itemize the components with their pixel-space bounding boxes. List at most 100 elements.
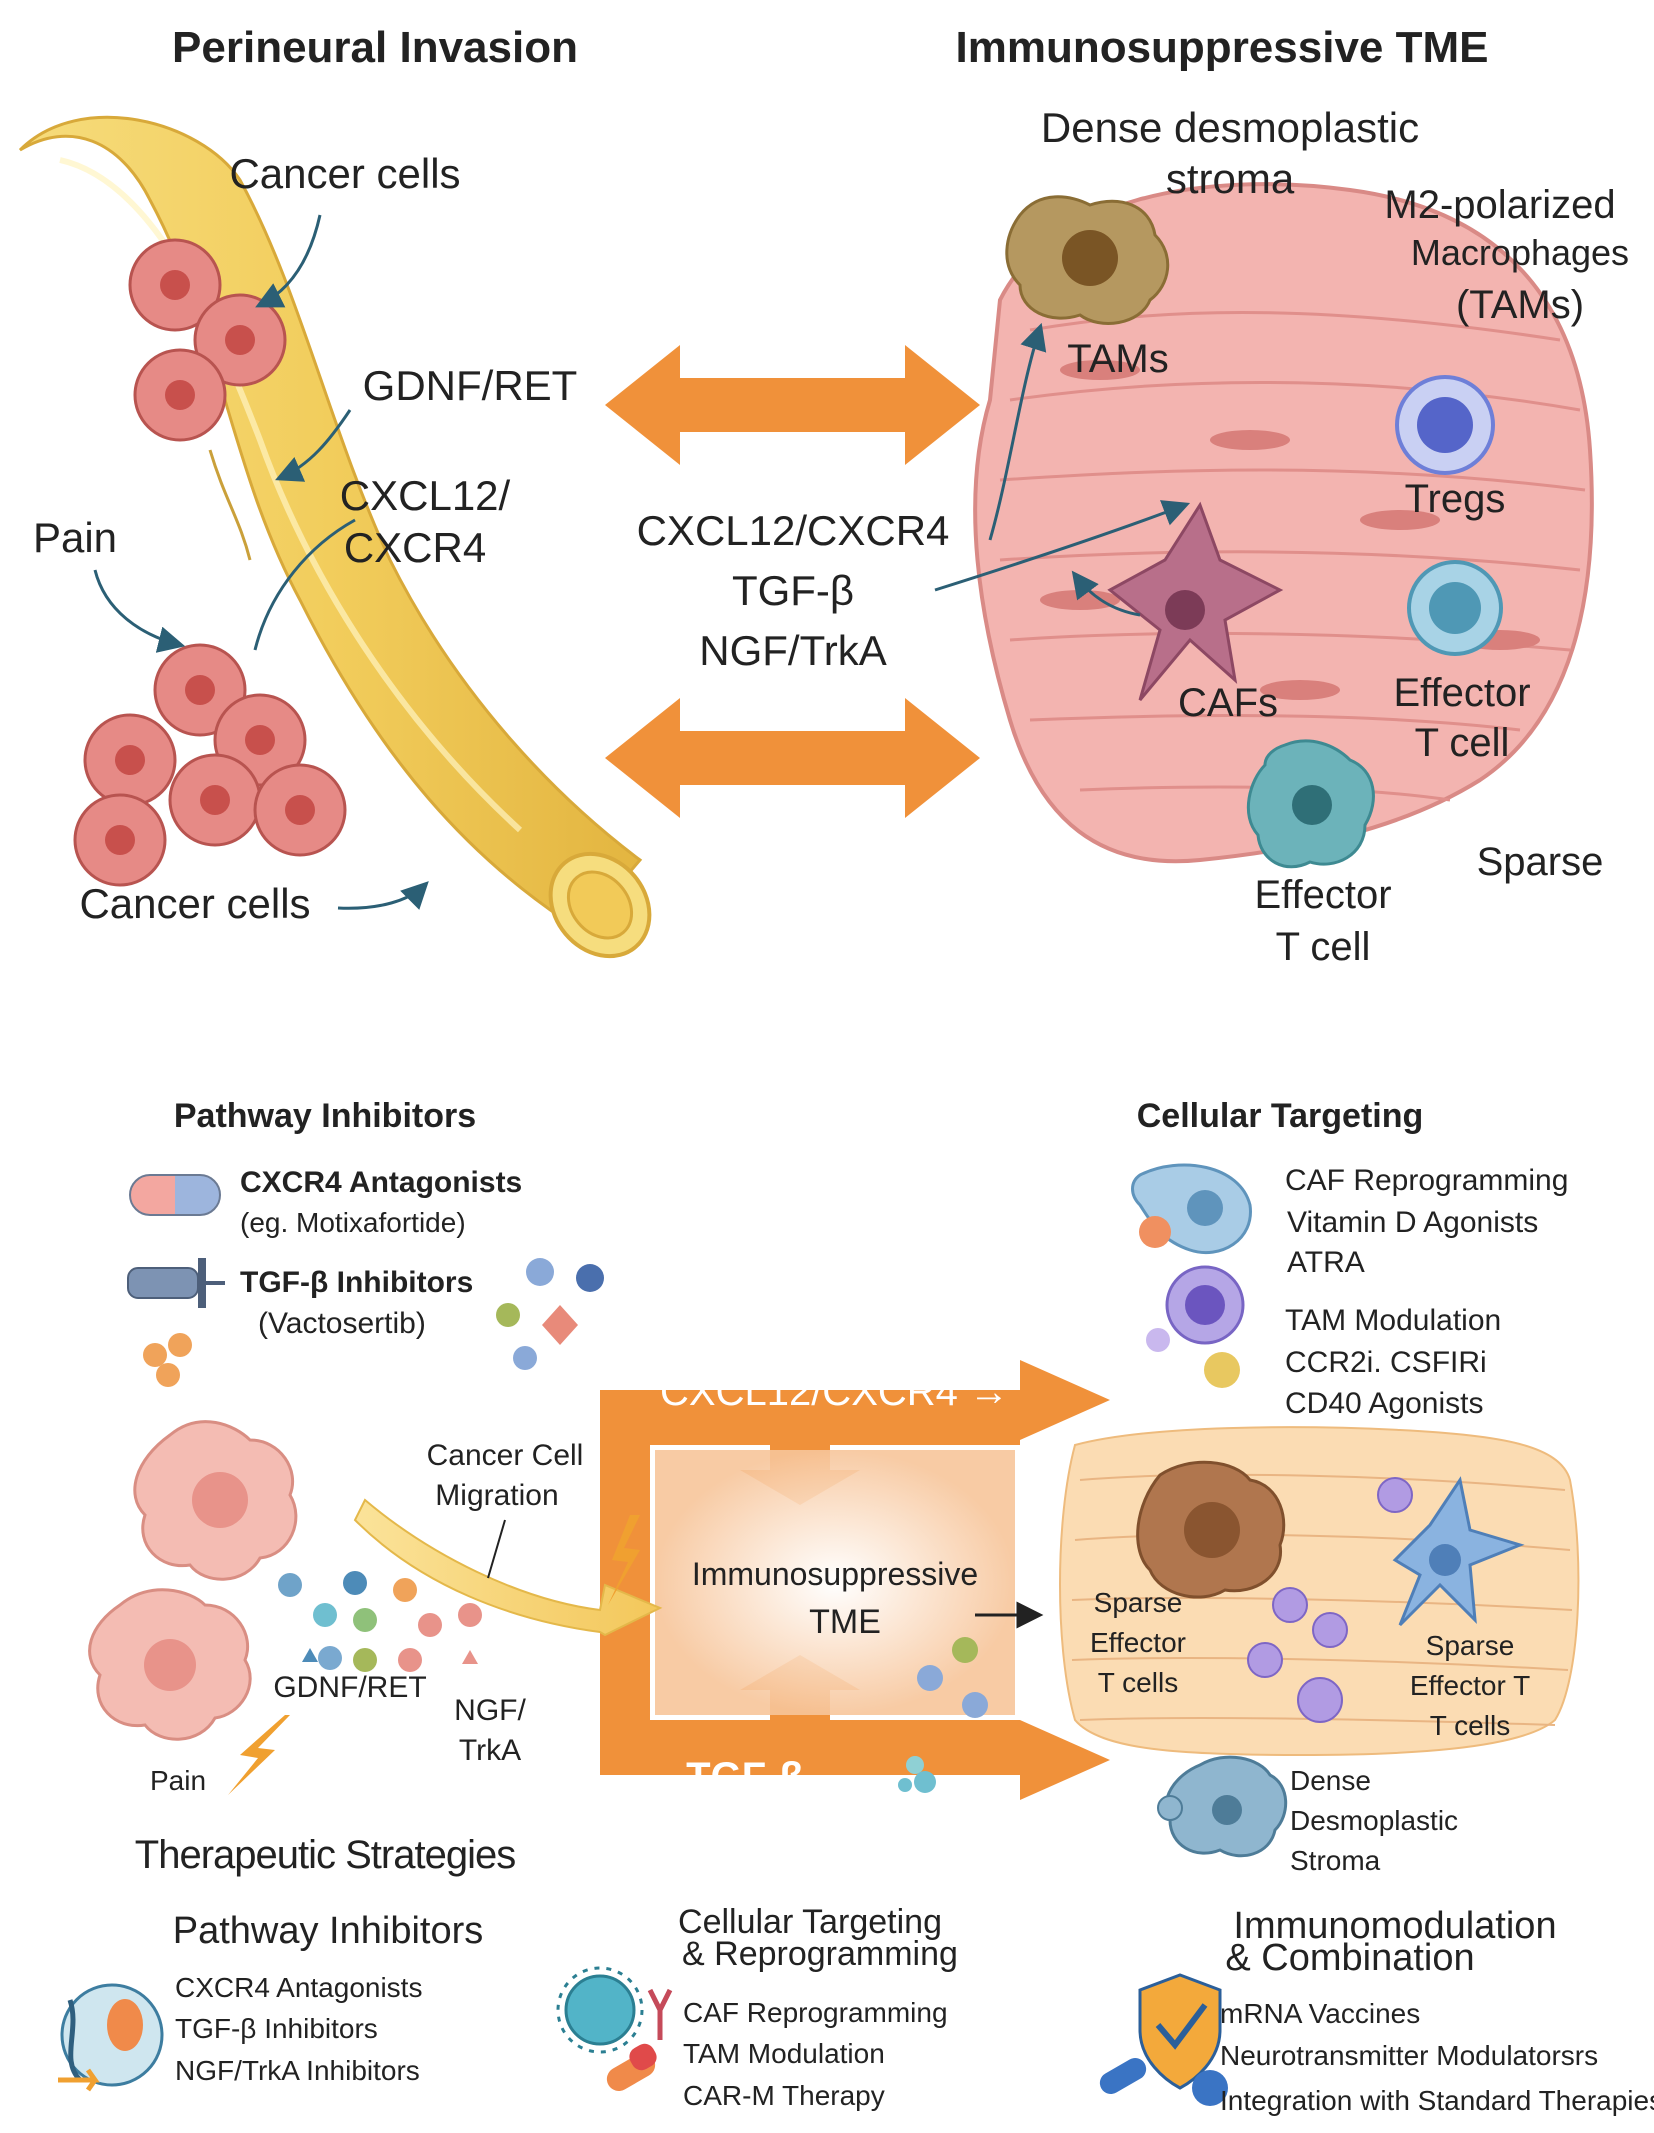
bottom-cellular-title: Cellular Targeting xyxy=(1137,1097,1424,1135)
label-effector-outer-2: T cell xyxy=(1276,925,1371,969)
line-cxcl12-top xyxy=(253,518,356,651)
dense-stroma-1: Dense xyxy=(1290,1765,1371,1796)
strategy-col3-title-1: Immunomodulation xyxy=(1233,1905,1556,1947)
molecule-dots-left xyxy=(143,1258,604,1387)
strategy-col3-item-1: Neurotransmitter Modulatorsrs xyxy=(1220,2040,1598,2071)
label-m2-line1: M2-polarized xyxy=(1384,183,1615,227)
bottom-atra: ATRA xyxy=(1287,1246,1365,1279)
arrow-cancer-cells-bottom xyxy=(337,881,429,910)
sparse-left-1: Sparse xyxy=(1094,1587,1183,1618)
label-cancer-cells-top: Cancer cells xyxy=(229,150,460,197)
molecule-dots-flow xyxy=(898,1637,988,1793)
label-tregs: Tregs xyxy=(1405,477,1506,521)
pathway-cell-icon xyxy=(58,1983,164,2092)
strategy-col3-item-2: Integration with Standard Therapies xyxy=(1220,2085,1654,2116)
nerve-fiber xyxy=(18,115,652,959)
double-arrow-lower xyxy=(605,698,980,818)
label-effector-inner-2: T cell xyxy=(1415,721,1510,765)
shield-check-icon xyxy=(1099,1973,1228,2106)
flow-label-tgfb: TGF-β xyxy=(686,1755,804,1799)
strategy-col1-title: Pathway Inhibitors xyxy=(173,1910,484,1952)
lightning-icon xyxy=(608,1515,640,1605)
bottom-ngf-2: TrkA xyxy=(459,1734,521,1767)
dense-stroma-2: Desmoplastic xyxy=(1290,1805,1458,1836)
center-signal-3: NGF/TrkA xyxy=(699,627,886,674)
label-migration-2: Migration xyxy=(435,1479,558,1512)
double-arrow-upper xyxy=(605,345,980,465)
molecule-dots-center xyxy=(278,1571,482,1672)
strategy-col1-item-2: NGF/TrkA Inhibitors xyxy=(175,2055,420,2086)
dense-stroma-3: Stroma xyxy=(1290,1845,1381,1876)
sparse-right-3: T cells xyxy=(1430,1710,1510,1741)
label-tams: TAMs xyxy=(1067,337,1168,381)
sparse-left-3: T cells xyxy=(1098,1667,1178,1698)
pain-lightning-icon xyxy=(228,1715,290,1795)
bottom-ngf-1: NGF/ xyxy=(454,1694,526,1727)
tam-modulation-icon xyxy=(1146,1265,1245,1388)
tam-cell-top xyxy=(1005,195,1170,325)
label-m2-line3: (TAMs) xyxy=(1456,283,1584,327)
arrow-from-caf xyxy=(1071,570,1141,617)
strategy-col2-title-1: Cellular Targeting xyxy=(678,1903,942,1941)
label-stroma-line1: Dense desmoplastic xyxy=(1041,104,1419,151)
bottom-cxcr4-antagonists: CXCR4 Antagonists xyxy=(240,1166,522,1199)
purple-cells-bottom xyxy=(1247,1477,1413,1723)
caf-cell-bottom xyxy=(1392,1476,1525,1627)
arrow-cancer-cells-top xyxy=(255,214,322,308)
center-signal-2: TGF-β xyxy=(732,567,854,614)
sparse-left-2: Effector xyxy=(1090,1627,1186,1658)
syringe-icon xyxy=(127,1258,225,1308)
strategy-col2-item-0: CAF Reprogramming xyxy=(683,1997,948,2028)
label-effector-inner-1: Effector xyxy=(1393,671,1530,715)
label-migration-1: Cancer Cell xyxy=(427,1439,584,1472)
flow-label-cxcl12: CXCL12/CXCR4 → xyxy=(660,1370,1009,1414)
strategies-title: Therapeutic Strategies xyxy=(135,1833,515,1877)
cancer-cell-cluster-bottom xyxy=(73,643,347,887)
arrow-pain-top xyxy=(93,569,186,653)
bottom-pain: Pain xyxy=(150,1765,206,1796)
label-gdnf-ret-top: GDNF/RET xyxy=(363,362,578,409)
bottom-gdnf-ret: GDNF/RET xyxy=(273,1671,426,1704)
cancer-cell-cluster-top xyxy=(128,238,287,442)
bottom-pathway-title: Pathway Inhibitors xyxy=(174,1097,476,1135)
strategy-col2-item-1: TAM Modulation xyxy=(683,2038,885,2069)
tam-cell-bottom xyxy=(1136,1460,1286,1599)
label-immuno-1: Immunosuppressive xyxy=(692,1556,978,1592)
label-cxcl12-line1: CXCL12/ xyxy=(340,472,511,519)
stroma-tissue xyxy=(973,182,1594,864)
bottom-ccr2i: CCR2i. CSFIRi xyxy=(1285,1346,1487,1379)
arrow-to-stroma xyxy=(934,500,1191,592)
bottom-tgfb-inhibitors: TGF-β Inhibitors xyxy=(240,1266,473,1299)
sparse-right-1: Sparse xyxy=(1426,1630,1515,1661)
effector-t-cell-inner xyxy=(1407,560,1503,656)
bottom-vitamin-d: Vitamin D Agonists xyxy=(1287,1206,1538,1239)
label-effector-outer-1: Effector xyxy=(1254,873,1391,917)
flow-orange-frame xyxy=(600,1360,1110,1800)
label-immuno-2: TME xyxy=(809,1603,881,1641)
capsule-icon xyxy=(129,1174,221,1216)
dense-stroma-icon xyxy=(1157,1755,1288,1858)
strategy-col2-title-2: & Reprogramming xyxy=(682,1935,958,1973)
cancer-cell-bottom-1 xyxy=(133,1420,298,1581)
bottom-tam-modulation: TAM Modulation xyxy=(1285,1304,1501,1337)
label-stroma-line2: stroma xyxy=(1166,155,1295,202)
arrow-gdnf-ret-top xyxy=(275,409,352,482)
label-cafs: CAFs xyxy=(1178,681,1278,725)
migration-arrow xyxy=(353,1498,663,1637)
cellular-targeting-icon xyxy=(556,1966,673,2091)
line-migration xyxy=(487,1519,506,1579)
strategy-col1-item-1: TGF-β Inhibitors xyxy=(175,2013,378,2044)
bottom-tgfb-example: (Vactosertib) xyxy=(258,1307,426,1340)
bottom-cxcr4-example: (eg. Motixafortide) xyxy=(240,1207,466,1238)
center-signal-1: CXCL12/CXCR4 xyxy=(637,507,950,554)
sparse-right-2: Effector T xyxy=(1410,1670,1530,1701)
label-m2-line2: Macrophages xyxy=(1411,232,1629,273)
tme-title: Immunosuppressive TME xyxy=(955,23,1488,72)
bottom-cd40: CD40 Agonists xyxy=(1285,1387,1483,1420)
label-cancer-cells-bottom: Cancer cells xyxy=(79,880,310,927)
caf-reprogram-icon xyxy=(1131,1163,1252,1255)
treg-cell xyxy=(1395,375,1495,475)
arrow-to-tams xyxy=(988,322,1047,541)
label-cxcl12-line2: CXCR4 xyxy=(344,524,486,571)
